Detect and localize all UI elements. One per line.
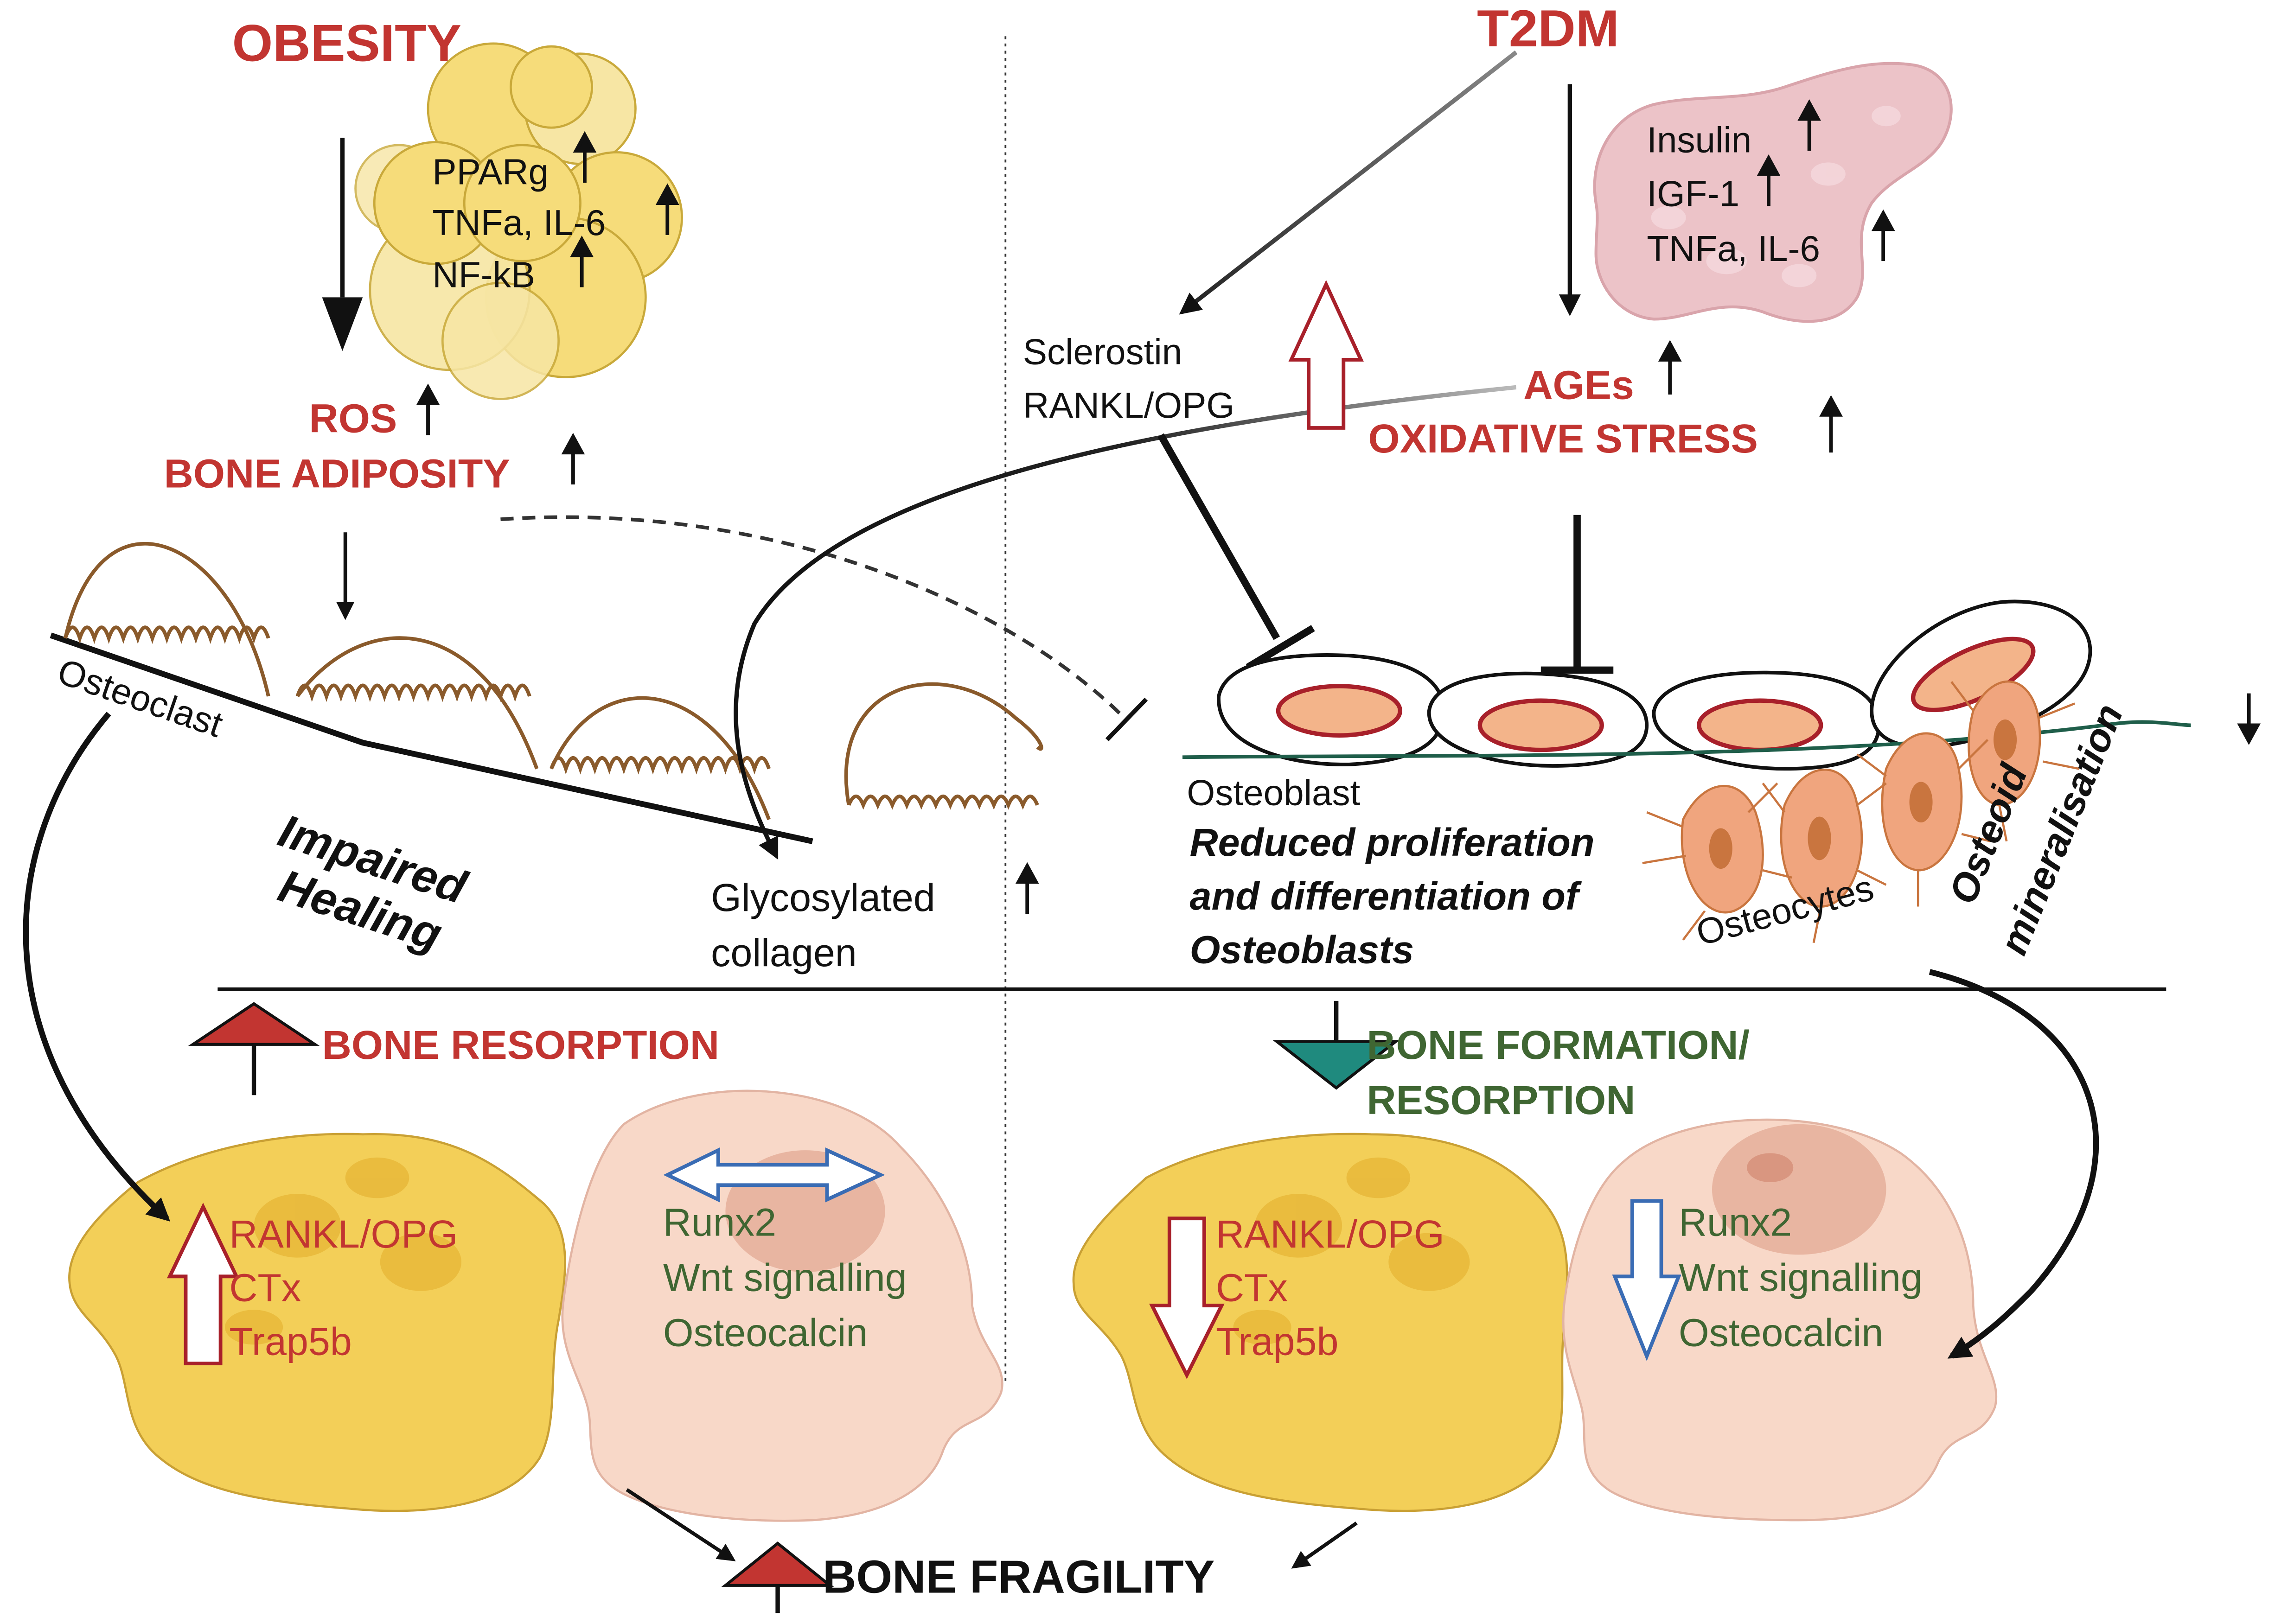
left-osteoblast-marker-runx2: Runx2 [663, 1201, 776, 1244]
bone-resorption-label: BONE RESORPTION [322, 1022, 720, 1068]
right-osteoclast-marker-rankl: RANKL/OPG [1216, 1212, 1444, 1256]
left-osteoblast-marker-osteocalcin: Osteocalcin [663, 1311, 868, 1355]
ages-label: AGEs [1523, 362, 1634, 408]
obesity-down-arrowhead [322, 297, 363, 351]
reduced-line-2: and differentiation of [1190, 874, 1582, 918]
up-arrow-icon [1757, 99, 1895, 261]
left-to-fragility-arrow [626, 1488, 736, 1561]
oxidative-stress-label: OXIDATIVE STRESS [1368, 416, 1757, 461]
adipocyte-marker-pparg: PPARg [432, 151, 549, 192]
osteoblast-down-arrow-icon [1612, 1199, 1681, 1361]
up-arrow-icon [1015, 862, 1039, 914]
osteoclast-membrane-icon [64, 541, 1043, 821]
adipocyte-marker-tnfa: TNFa, IL-6 [432, 202, 606, 243]
dashed-inhibition-line [500, 515, 1126, 720]
osteoblast-cell-icon [561, 1089, 1003, 1522]
osteoblast-layer-icon [1217, 599, 2092, 771]
osteoclast-up-arrow-icon [166, 1203, 240, 1365]
osteoblast-label: Osteoblast [1187, 772, 1360, 813]
bone-formation-down-icon [1272, 1000, 1400, 1090]
right-osteoclast-marker-trap5b: Trap5b [1216, 1319, 1339, 1363]
left-osteoclast-marker-rankl: RANKL/OPG [229, 1212, 458, 1256]
sclerostin-up-arrow-icon [1288, 280, 1364, 430]
inhibition-bar [1105, 697, 1148, 741]
right-to-fragility-arrow [1291, 1522, 1358, 1569]
pancreas-texture [1651, 106, 1901, 287]
collagen-label: collagen [711, 931, 857, 974]
t2dm-title: T2DM [1477, 0, 1619, 57]
pancreas-marker-tnfa: TNFa, IL-6 [1647, 228, 1820, 269]
left-osteoclast-marker-ctx: CTx [229, 1266, 301, 1310]
adipocyte-marker-nfkb: NF-kB [432, 255, 535, 295]
adipocyte-cluster-icon [354, 42, 683, 400]
osteoclast-nuclei [224, 1157, 461, 1345]
right-osteoblast-marker-wnt: Wnt signalling [1679, 1256, 1923, 1299]
right-osteoclast-marker-ctx: CTx [1216, 1266, 1288, 1310]
osteoid-line [1182, 720, 2191, 759]
left-osteoclast-marker-trap5b: Trap5b [229, 1319, 352, 1363]
ros-label: ROS [309, 395, 397, 441]
bone-fragility-up-icon [721, 1541, 834, 1613]
obesity-title: OBESITY [232, 13, 461, 72]
t2dm-to-sclerostin-arrow [1179, 50, 1518, 315]
osteoclast-to-cell-arrow [23, 712, 171, 1222]
pancreas-marker-igf1: IGF-1 [1647, 173, 1739, 214]
bone-surface-line [50, 632, 813, 844]
osteoblast-cell-icon-right [1562, 1118, 1998, 1522]
reduced-line-3: Osteoblasts [1190, 928, 1414, 972]
osteoclast-down-arrow-icon [1149, 1216, 1225, 1379]
bone-adiposity-label: BONE ADIPOSITY [164, 451, 510, 496]
bone-formation-label-1: BONE FORMATION/ [1367, 1022, 1750, 1068]
right-osteoblast-marker-runx2: Runx2 [1679, 1201, 1792, 1244]
reduced-line-1: Reduced proliferation [1190, 821, 1595, 864]
up-arrow-icon [416, 383, 585, 485]
left-osteoblast-marker-wnt: Wnt signalling [663, 1256, 907, 1299]
right-osteoblast-marker-osteocalcin: Osteocalcin [1679, 1311, 1883, 1355]
bone-resorption-up-icon [188, 1002, 320, 1095]
rankl-opg-label: RANKL/OPG [1023, 385, 1234, 426]
up-arrow-icon [570, 131, 679, 287]
bone-fragility-label: BONE FRAGILITY [823, 1551, 1214, 1603]
osteocytes-to-osteoblast-arrow [1929, 969, 2099, 1359]
up-arrow-icon [1658, 340, 1843, 453]
glycosylated-label: Glycosylated [711, 876, 935, 919]
ages-to-collagen-arrow [734, 385, 1517, 860]
bone-formation-label-2: RESORPTION [1367, 1077, 1635, 1123]
pancreas-icon [1593, 62, 1953, 323]
double-arrow-icon [663, 1147, 885, 1203]
nucleolus [1747, 1153, 1794, 1182]
sclerostin-label: Sclerostin [1023, 331, 1182, 372]
pancreas-marker-insulin: Insulin [1647, 120, 1751, 160]
down-arrow-icon [2237, 693, 2261, 745]
osteoclast-nuclei-right [1233, 1157, 1470, 1345]
inhibition-arrows [1157, 433, 1614, 674]
osteocytes-icon [1642, 680, 2080, 943]
